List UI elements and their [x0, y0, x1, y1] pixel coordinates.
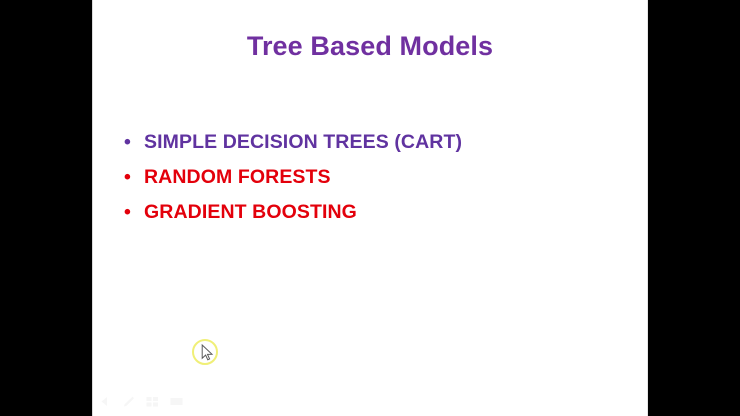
bullet-label-gradient-boosting: GRADIENT BOOSTING — [144, 200, 357, 223]
bullet-item-random-forests: • RANDOM FORESTS — [122, 165, 622, 189]
bullet-marker-icon: • — [124, 200, 131, 223]
cursor-highlight-ring — [192, 339, 218, 365]
previous-slide-icon[interactable] — [98, 396, 111, 407]
bullet-label-simple-decision-trees: SIMPLE DECISION TREES (CART) — [144, 131, 463, 153]
more-options-icon[interactable] — [170, 396, 183, 407]
pen-icon[interactable] — [122, 396, 135, 407]
bullet-marker-icon: • — [124, 165, 131, 188]
slide-title: Tree Based Models — [246, 31, 494, 61]
bullet-item-gradient-boosting: • GRADIENT BOOSTING — [122, 200, 622, 224]
all-slides-icon[interactable] — [146, 396, 159, 407]
slideshow-control-bar[interactable] — [98, 396, 183, 407]
bullet-marker-icon: • — [124, 131, 131, 153]
bullet-label-random-forests: RANDOM FORESTS — [144, 165, 331, 188]
letterbox-right — [648, 0, 740, 416]
bullet-item-simple-decision-trees: • SIMPLE DECISION TREES (CART) — [122, 131, 622, 154]
slide-canvas[interactable]: Tree Based Models • SIMPLE DECISION TREE… — [92, 0, 648, 416]
bullet-list: • SIMPLE DECISION TREES (CART) • RANDOM … — [122, 131, 622, 224]
letterbox-left — [0, 0, 92, 416]
